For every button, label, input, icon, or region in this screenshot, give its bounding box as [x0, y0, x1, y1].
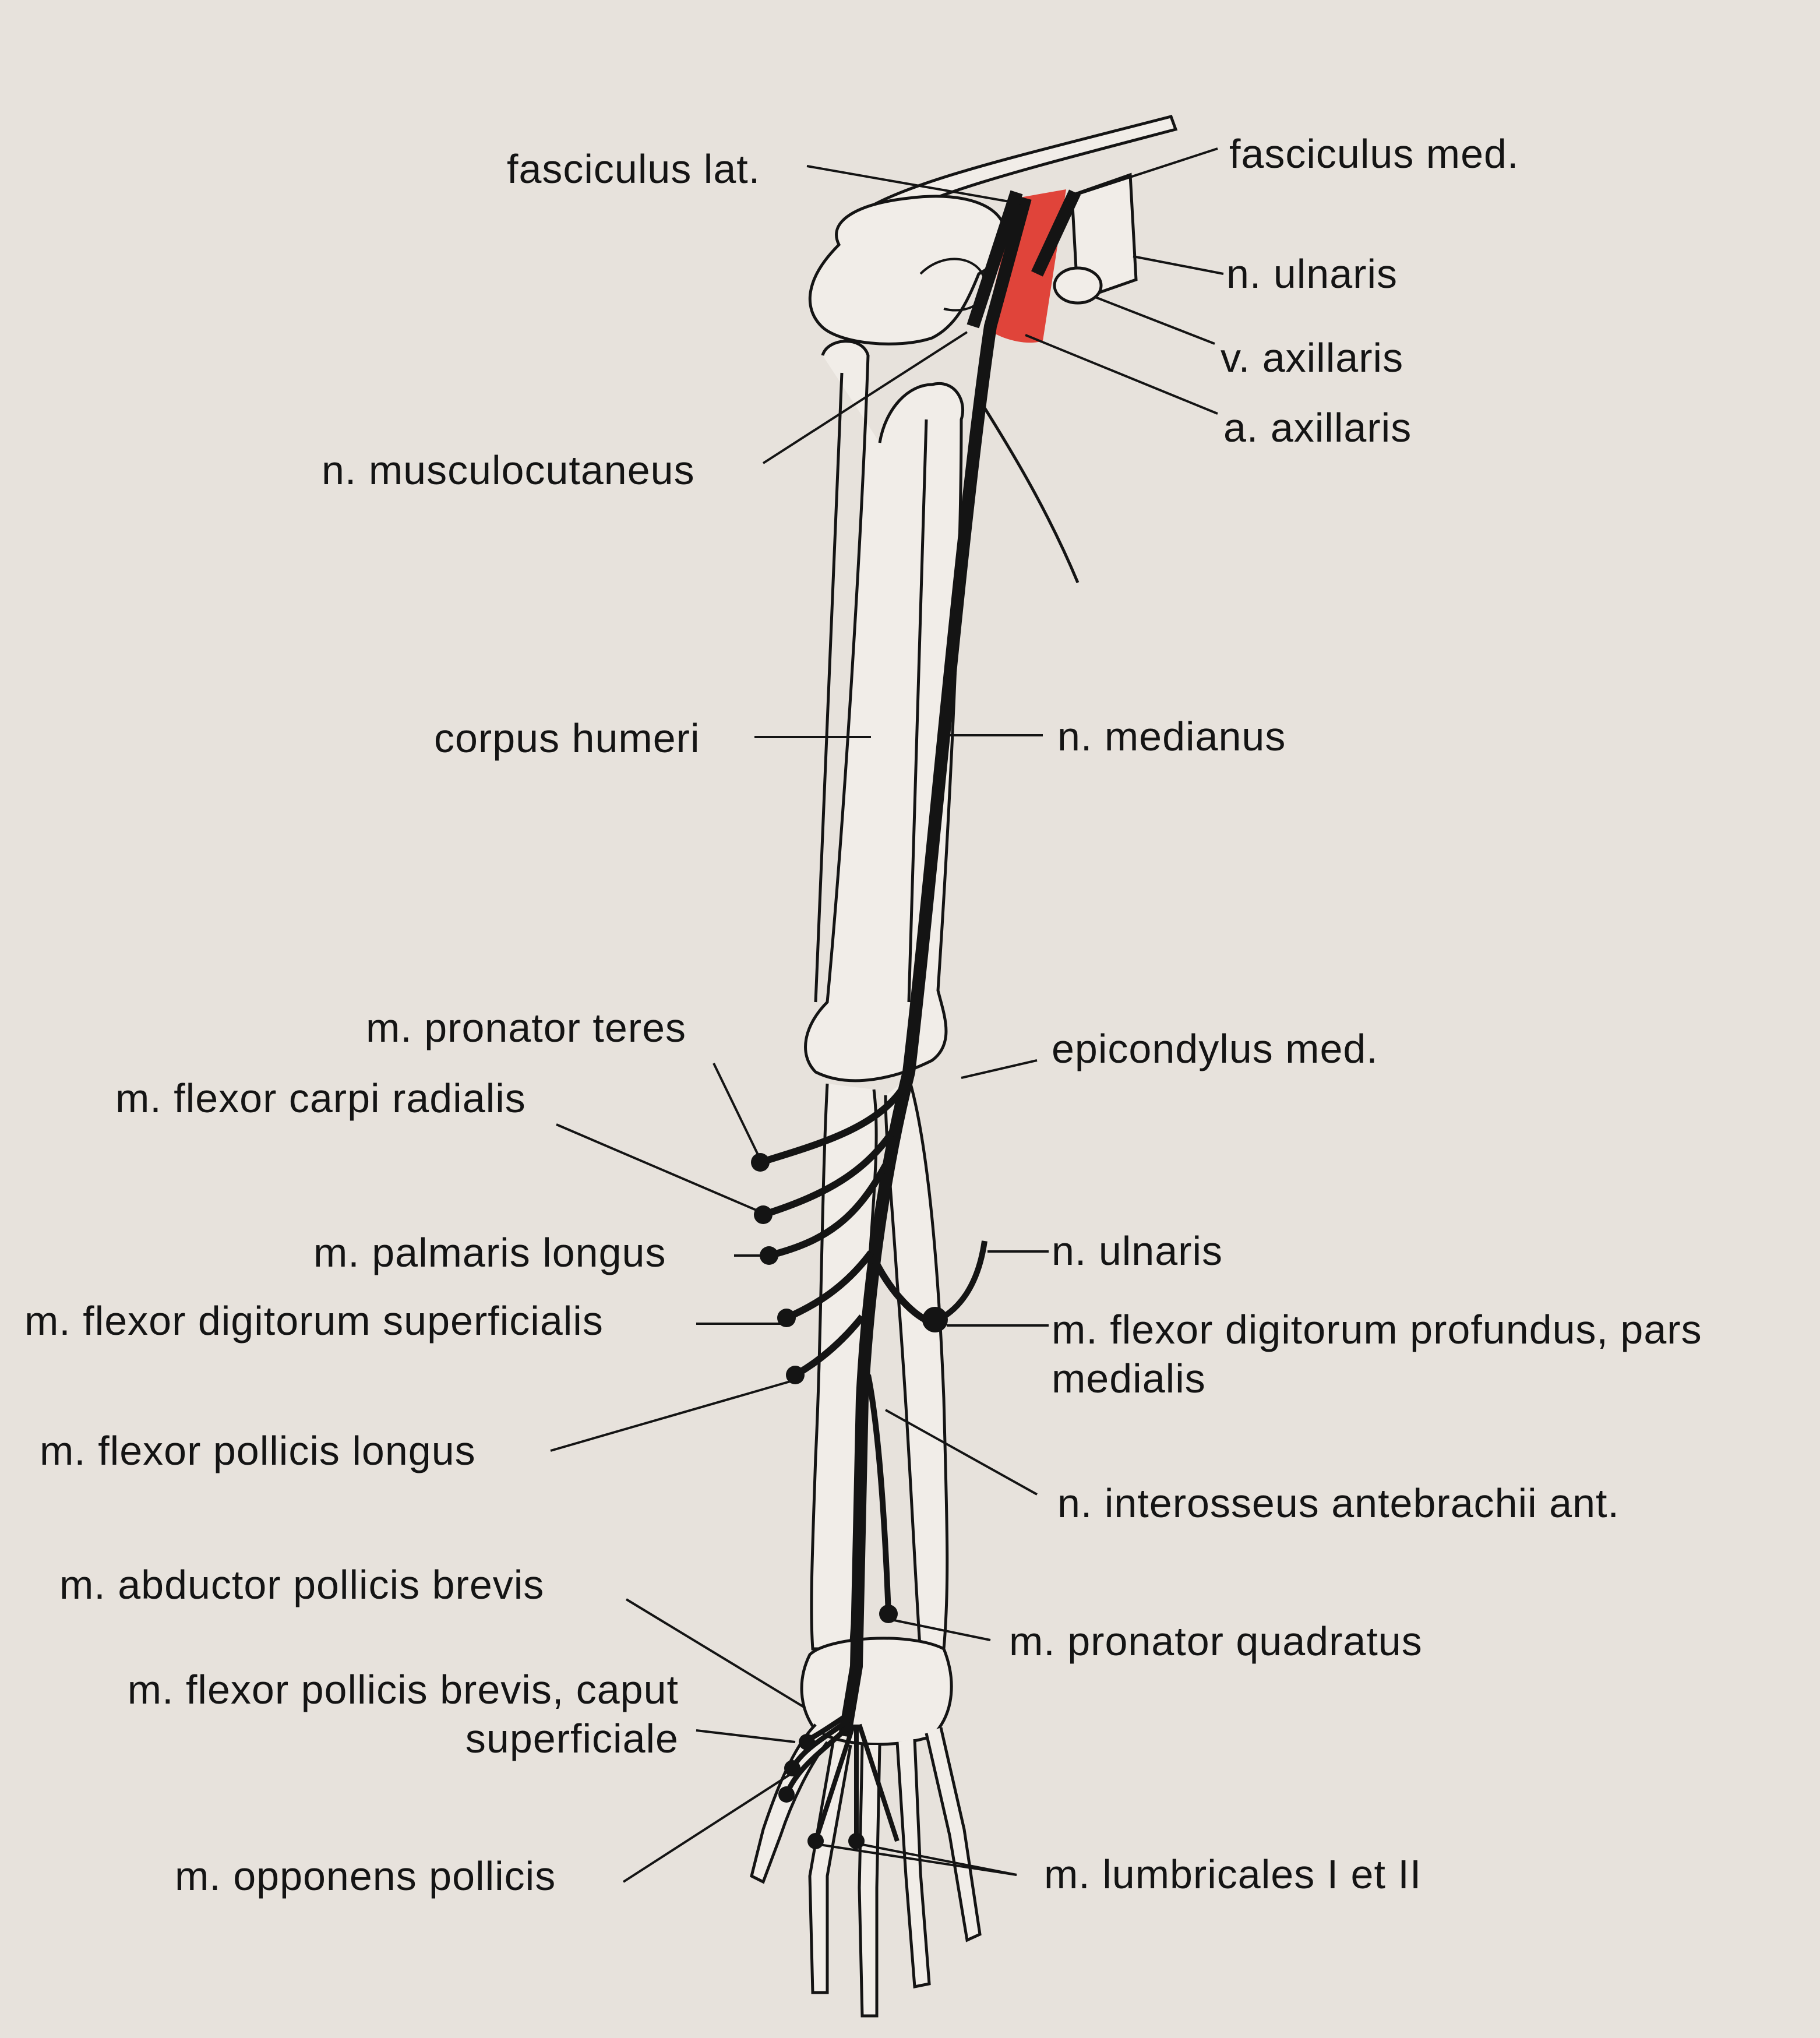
label-n-interosseus: n. interosseus antebrachii ant. — [1057, 1480, 1620, 1526]
label-n-musculocutaneus: n. musculocutaneus — [322, 447, 695, 493]
finger-middle — [858, 1744, 881, 2018]
axillary-artery — [985, 189, 1066, 343]
label-m-flexor-pollicis-longus: m. flexor pollicis longus — [40, 1428, 476, 1473]
label-m-pronator-quadratus: m. pronator quadratus — [1009, 1619, 1423, 1664]
shoulder-joint — [808, 195, 1008, 345]
label-m-palmaris-longus: m. palmaris longus — [313, 1230, 666, 1275]
finger-ring — [895, 1739, 931, 1989]
label-epicondylus-med: epicondylus med. — [1052, 1026, 1378, 1071]
lateral-root — [967, 190, 1023, 329]
branch-flexor-digitorum-superficialis — [785, 1250, 874, 1321]
label-n-ulnaris-forearm: n. ulnaris — [1052, 1228, 1223, 1274]
label-n-ulnaris-top: n. ulnaris — [1226, 251, 1398, 297]
humerus-shaft-right — [907, 419, 928, 1003]
humerus-shaft-left — [814, 372, 844, 1003]
label-m-flexor-digitorum-superficialis: m. flexor digitorum superficialis — [24, 1298, 604, 1344]
branch-pronator-teres — [759, 1076, 912, 1166]
axillary-fold — [983, 407, 1080, 583]
leader-lines — [550, 147, 1224, 1883]
label-v-axillaris: v. axillaris — [1221, 335, 1404, 380]
label-a-axillaris: a. axillaris — [1223, 405, 1412, 450]
finger-little — [925, 1727, 982, 1942]
label-corpus-humeri: corpus humeri — [434, 715, 700, 761]
label-m-flexor-carpi-radialis: m. flexor carpi radialis — [115, 1076, 526, 1121]
branch-palmaris-longus — [768, 1163, 889, 1259]
muscle-dots — [751, 1153, 948, 1849]
finger-index — [808, 1741, 852, 1994]
label-m-opponens-pollicis: m. opponens pollicis — [175, 1853, 556, 1899]
anterior-interosseous-nerve — [865, 1374, 891, 1614]
label-n-medianus: n. medianus — [1057, 714, 1286, 759]
axillary-vein-opening — [1053, 266, 1103, 305]
digital-branches — [813, 1723, 900, 1842]
label-fasciculus-lat: fasciculus lat. — [507, 146, 761, 192]
branch-flexor-carpi-radialis — [762, 1122, 901, 1218]
label-fasciculus-med: fasciculus med. — [1229, 131, 1519, 177]
label-m-flexor-pollicis-brevis: m. flexor pollicis brevis, caput superfi… — [127, 1667, 679, 1761]
label-m-pronator-teres: m. pronator teres — [366, 1005, 686, 1050]
label-m-lumbricales: m. lumbricales I et II — [1044, 1852, 1422, 1897]
median-nerve — [838, 196, 1032, 1737]
label-m-flexor-digitorum-profundus: m. flexor digitorum profundus, pars medi… — [1052, 1307, 1702, 1401]
label-m-abductor-pollicis-brevis: m. abductor pollicis brevis — [59, 1562, 545, 1607]
medial-root — [1031, 189, 1081, 277]
